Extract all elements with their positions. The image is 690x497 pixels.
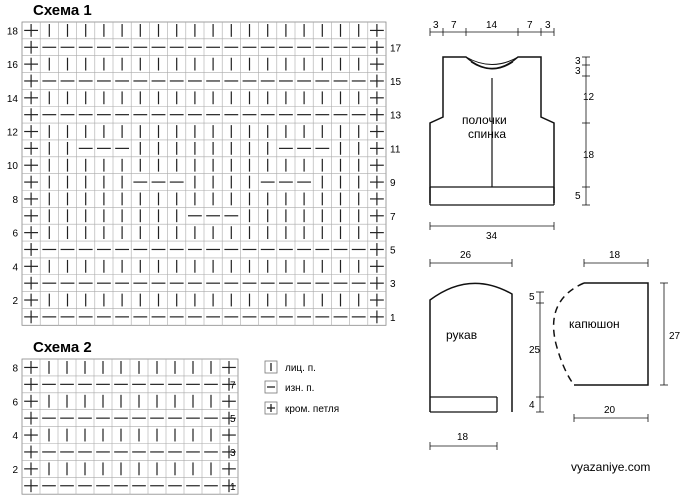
row-number-left: 16 — [7, 60, 19, 71]
vest-dim-top-1: 3 — [433, 20, 439, 31]
scheme2-title: Схема 2 — [33, 339, 92, 356]
vest-dim-top-4: 7 — [527, 20, 533, 31]
row-number-right: 13 — [390, 111, 402, 122]
vest-label-line2: спинка — [468, 127, 506, 141]
sleeve-outline — [429, 282, 513, 412]
vest-dim-right-a: 3 — [575, 56, 581, 67]
sleeve-diagram — [429, 259, 544, 450]
sleeve-dim-right-25: 25 — [529, 345, 541, 356]
hood-diagram — [552, 259, 668, 422]
row-number-left: 18 — [7, 26, 19, 37]
row-number-right: 1 — [390, 313, 396, 324]
vest-dim-right-18: 18 — [583, 150, 595, 161]
legend-purl-label: изн. п. — [285, 383, 314, 394]
hood-dim-top: 18 — [609, 250, 621, 261]
row-number-right: 9 — [390, 178, 396, 189]
vest-dim-right-5: 5 — [575, 191, 581, 202]
row-number-left: 6 — [12, 397, 18, 408]
row-number-right: 7 — [230, 380, 236, 391]
vest-dim-right-b: 3 — [575, 66, 581, 77]
vest-label-line1: полочки — [462, 113, 507, 127]
row-number-right: 3 — [230, 448, 236, 459]
scheme1-chart — [21, 21, 387, 326]
sleeve-dim-right-4: 4 — [529, 400, 535, 411]
row-number-left: 14 — [7, 94, 19, 105]
scheme2-row-numbers: 8 6 4 2 7 5 3 1 — [12, 363, 236, 492]
hood-label: капюшон — [569, 317, 620, 331]
row-number-right: 1 — [230, 482, 236, 493]
hood-curve — [552, 282, 585, 386]
vest-diagram — [429, 28, 590, 230]
row-number-left: 8 — [12, 363, 18, 374]
row-number-left: 12 — [7, 128, 19, 139]
row-number-right: 15 — [390, 77, 402, 88]
hood-outline — [574, 282, 649, 386]
sleeve-label: рукав — [446, 328, 477, 342]
row-number-left: 4 — [12, 431, 18, 442]
vest-dim-bottom: 34 — [486, 231, 498, 242]
row-number-right: 11 — [390, 144, 401, 155]
website-watermark: vyazaniye.com — [571, 460, 650, 474]
row-number-right: 7 — [390, 212, 396, 223]
vest-dim-top-2: 7 — [451, 20, 457, 31]
vest-dim-top-5: 3 — [545, 20, 551, 31]
legend: лиц. п. изн. п. кром. петля — [264, 360, 339, 415]
hood-dim-bottom: 20 — [604, 405, 616, 416]
scheme1-title: Схема 1 — [33, 2, 92, 19]
scheme2-chart — [21, 358, 239, 495]
row-number-left: 4 — [12, 262, 18, 273]
scheme1-row-numbers: 18 16 14 12 10 8 6 4 2 17 15 13 11 9 7 5 3 1 — [7, 26, 402, 323]
row-number-right: 17 — [390, 43, 402, 54]
vest-dim-right-12: 12 — [583, 92, 595, 103]
row-number-left: 6 — [12, 229, 18, 240]
sleeve-dim-bottom: 18 — [457, 432, 469, 443]
row-number-right: 5 — [390, 245, 396, 256]
hood-dim-right: 27 — [669, 331, 681, 342]
legend-edge-label: кром. петля — [285, 404, 339, 415]
row-number-left: 8 — [12, 195, 18, 206]
row-number-left: 2 — [12, 296, 18, 307]
sleeve-dim-right-5: 5 — [529, 292, 535, 303]
sleeve-dim-top: 26 — [460, 250, 472, 261]
legend-knit-label: лиц. п. — [285, 363, 316, 374]
vest-dim-top-3: 14 — [486, 20, 498, 31]
row-number-right: 5 — [230, 414, 236, 425]
row-number-right: 3 — [390, 279, 396, 290]
row-number-left: 10 — [7, 161, 19, 172]
row-number-left: 2 — [12, 465, 18, 476]
